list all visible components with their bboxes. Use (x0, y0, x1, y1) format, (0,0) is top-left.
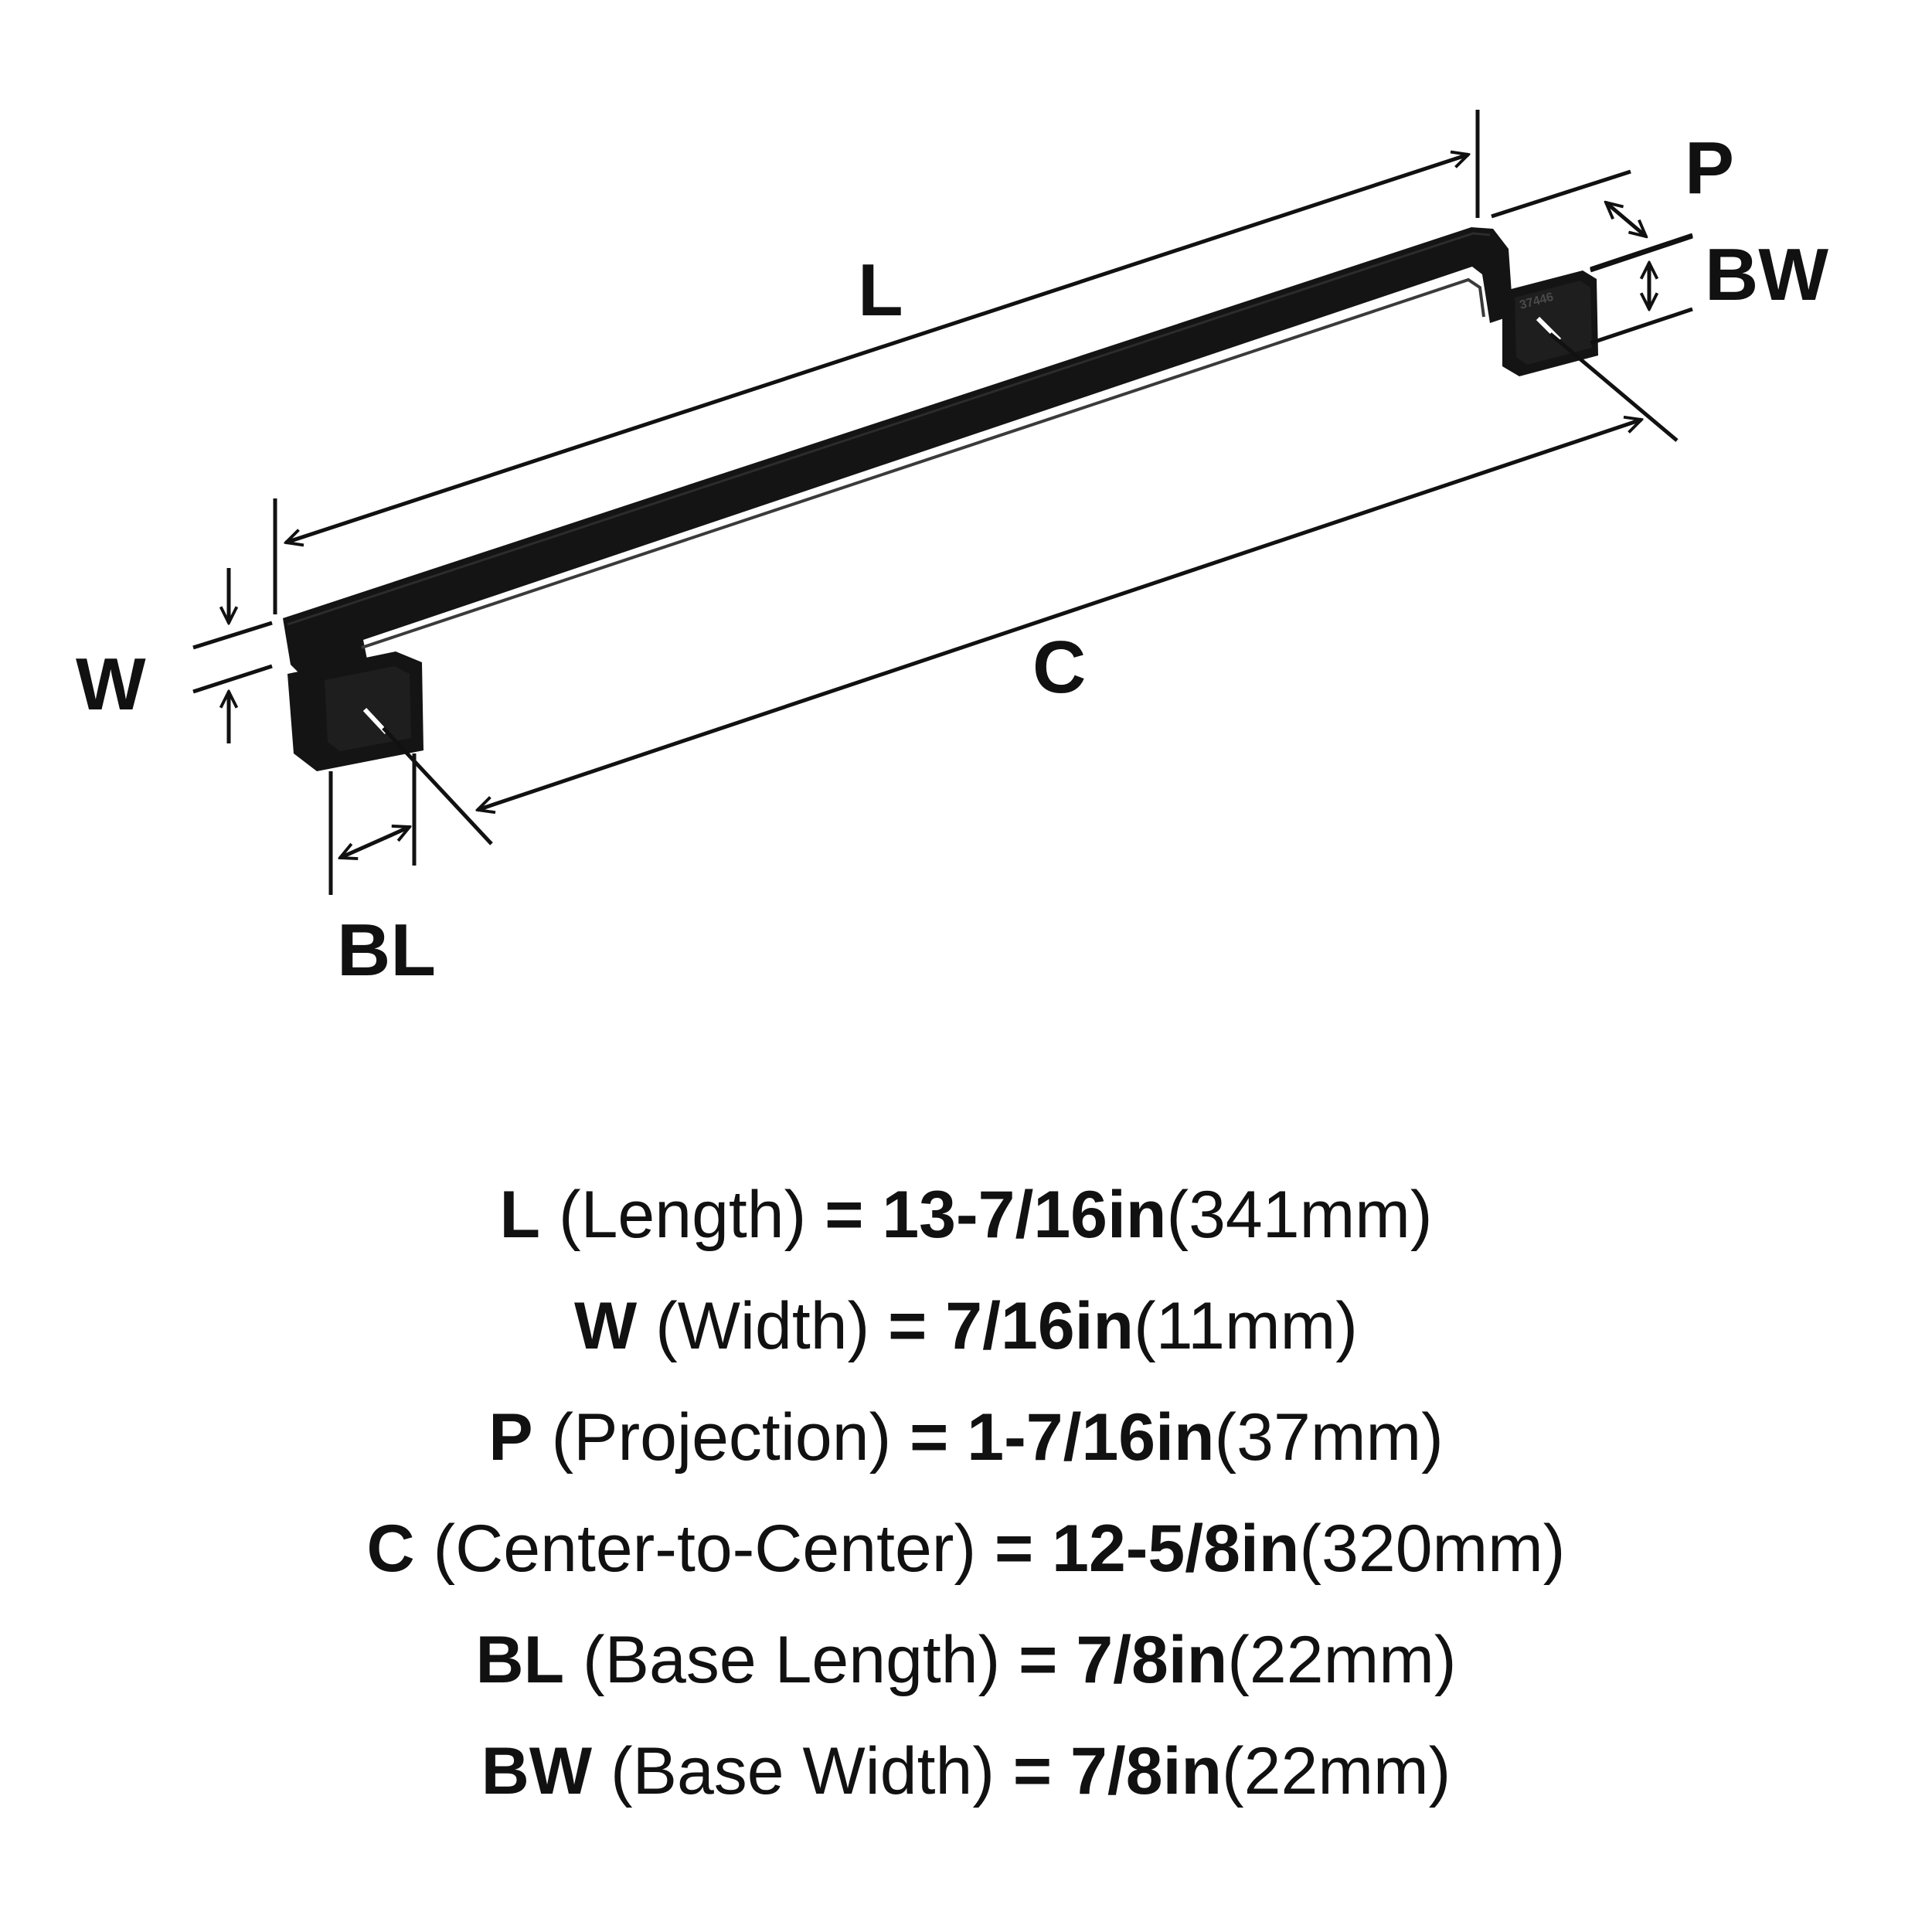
spec-inches: 12-5/8in (1052, 1512, 1300, 1586)
spec-inches: 7/8in (1070, 1734, 1223, 1808)
dim-projection: P (1491, 127, 1734, 271)
spec-code: L (499, 1178, 541, 1252)
c-extension-right (1549, 332, 1679, 442)
bw-extension-top (1590, 234, 1693, 273)
spec-inches: 13-7/16in (882, 1178, 1167, 1252)
spec-mm: (22mm) (1227, 1623, 1457, 1697)
label-l: L (858, 249, 903, 332)
spec-equals: = (825, 1178, 864, 1252)
dim-base-length: BL (328, 753, 436, 992)
spec-mm: (11mm) (1134, 1289, 1358, 1363)
dim-center-to-center: C (382, 332, 1679, 845)
label-bw: BW (1705, 233, 1828, 316)
spec-equals: = (1019, 1623, 1058, 1697)
label-c: C (1032, 626, 1086, 709)
spec-equals: = (994, 1512, 1034, 1586)
spec-name: (Length) (558, 1178, 807, 1252)
right-base-face (1515, 281, 1592, 365)
dim-base-width: BW (1590, 233, 1828, 345)
spec-code: BW (481, 1734, 593, 1808)
c-dimension-line (478, 420, 1641, 810)
c-extension-left (382, 726, 493, 845)
spec-mm: (320mm) (1299, 1512, 1566, 1586)
dimension-specs: L (Length) = 13-7/16in(341mm) W (Width) … (0, 1159, 1932, 1827)
spec-name: (Base Width) (610, 1734, 995, 1808)
spec-code: BL (475, 1623, 565, 1697)
p-extension-top (1491, 169, 1631, 219)
spec-equals: = (1012, 1734, 1053, 1808)
spec-inches: 7/16in (945, 1289, 1134, 1363)
spec-equals: = (910, 1400, 949, 1475)
spec-width: W (Width) = 7/16in(11mm) (0, 1270, 1932, 1382)
dim-length: L (273, 110, 1480, 614)
label-w: W (76, 643, 146, 726)
w-extension-top (192, 621, 273, 650)
bl-dimension-line (340, 827, 410, 858)
dim-width: W (76, 568, 273, 743)
spec-base-length: BL (Base Length) = 7/8in(22mm) (0, 1604, 1932, 1716)
left-base-face (325, 666, 411, 751)
spec-code: C (366, 1512, 415, 1586)
spec-inches: 1-7/16in (967, 1400, 1215, 1475)
spec-equals: = (888, 1289, 927, 1363)
pull-dimension-diagram: 37446 L C W BL P (76, 110, 1828, 992)
spec-name: (Projection) (551, 1400, 892, 1475)
spec-projection: P (Projection) = 1-7/16in(37mm) (0, 1382, 1932, 1493)
spec-length: L (Length) = 13-7/16in(341mm) (0, 1159, 1932, 1270)
l-dimension-line (286, 155, 1468, 543)
w-extension-bottom (192, 664, 273, 694)
label-bl: BL (337, 909, 436, 992)
p-dimension-line (1606, 202, 1646, 236)
bw-extension-bottom (1590, 307, 1693, 345)
spec-name: (Width) (655, 1289, 870, 1363)
spec-inches: 7/8in (1076, 1623, 1228, 1697)
spec-name: (Base Length) (583, 1623, 1001, 1697)
spec-name: (Center-to-Center) (433, 1512, 977, 1586)
spec-code: P (488, 1400, 533, 1475)
spec-mm: (22mm) (1222, 1734, 1451, 1808)
spec-mm: (341mm) (1166, 1178, 1433, 1252)
spec-code: W (574, 1289, 638, 1363)
spec-base-width: BW (Base Width) = 7/8in(22mm) (0, 1716, 1932, 1827)
spec-mm: (37mm) (1214, 1400, 1444, 1475)
spec-center-to-center: C (Center-to-Center) = 12-5/8in(320mm) (0, 1493, 1932, 1604)
label-p: P (1685, 127, 1734, 209)
